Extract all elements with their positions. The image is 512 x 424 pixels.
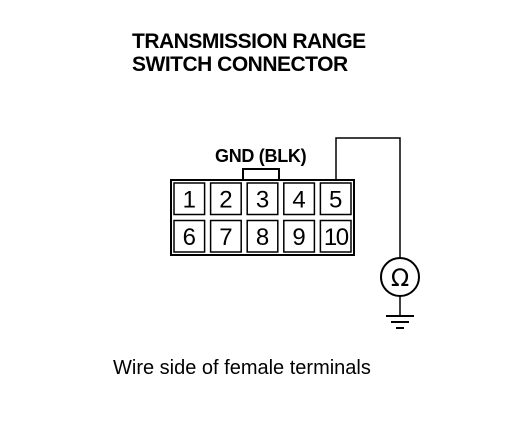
ground-symbol-icon bbox=[386, 315, 414, 329]
terminal-number-5: 5 bbox=[329, 186, 342, 213]
terminal-cell-3 bbox=[246, 182, 279, 216]
terminal-cell-5 bbox=[319, 182, 352, 216]
terminal-number-4: 4 bbox=[292, 186, 305, 213]
terminal-cell-10 bbox=[319, 219, 352, 253]
title-line-1: TRANSMISSION RANGE bbox=[132, 30, 366, 53]
terminal-number-1: 1 bbox=[183, 186, 196, 213]
terminal-number-8: 8 bbox=[256, 224, 269, 251]
terminal-number-9: 9 bbox=[292, 224, 305, 251]
terminal-number-6: 6 bbox=[183, 224, 196, 251]
terminal-cell-4 bbox=[283, 182, 316, 216]
terminal-cell-9 bbox=[283, 219, 316, 253]
test-lead-wire bbox=[335, 137, 401, 258]
diagram-caption: Wire side of female terminals bbox=[113, 357, 371, 379]
terminal-cell-8 bbox=[246, 219, 279, 253]
terminal-number-2: 2 bbox=[219, 186, 232, 213]
terminal-number-3: 3 bbox=[256, 186, 269, 213]
gnd-label: GND (BLK) bbox=[215, 146, 307, 166]
terminal-cell-2 bbox=[209, 182, 242, 216]
terminal-cell-1 bbox=[173, 182, 206, 216]
diagram-title: TRANSMISSION RANGE SWITCH CONNECTOR bbox=[132, 30, 366, 76]
terminal-number-7: 7 bbox=[219, 224, 232, 251]
terminal-number-10: 10 bbox=[324, 224, 349, 251]
ohm-symbol: Ω bbox=[391, 264, 409, 292]
connector-lock-tab bbox=[242, 168, 280, 181]
title-line-2: SWITCH CONNECTOR bbox=[132, 53, 348, 76]
terminal-cell-6 bbox=[173, 219, 206, 253]
connector-body bbox=[170, 179, 355, 256]
terminal-cell-7 bbox=[209, 219, 242, 253]
